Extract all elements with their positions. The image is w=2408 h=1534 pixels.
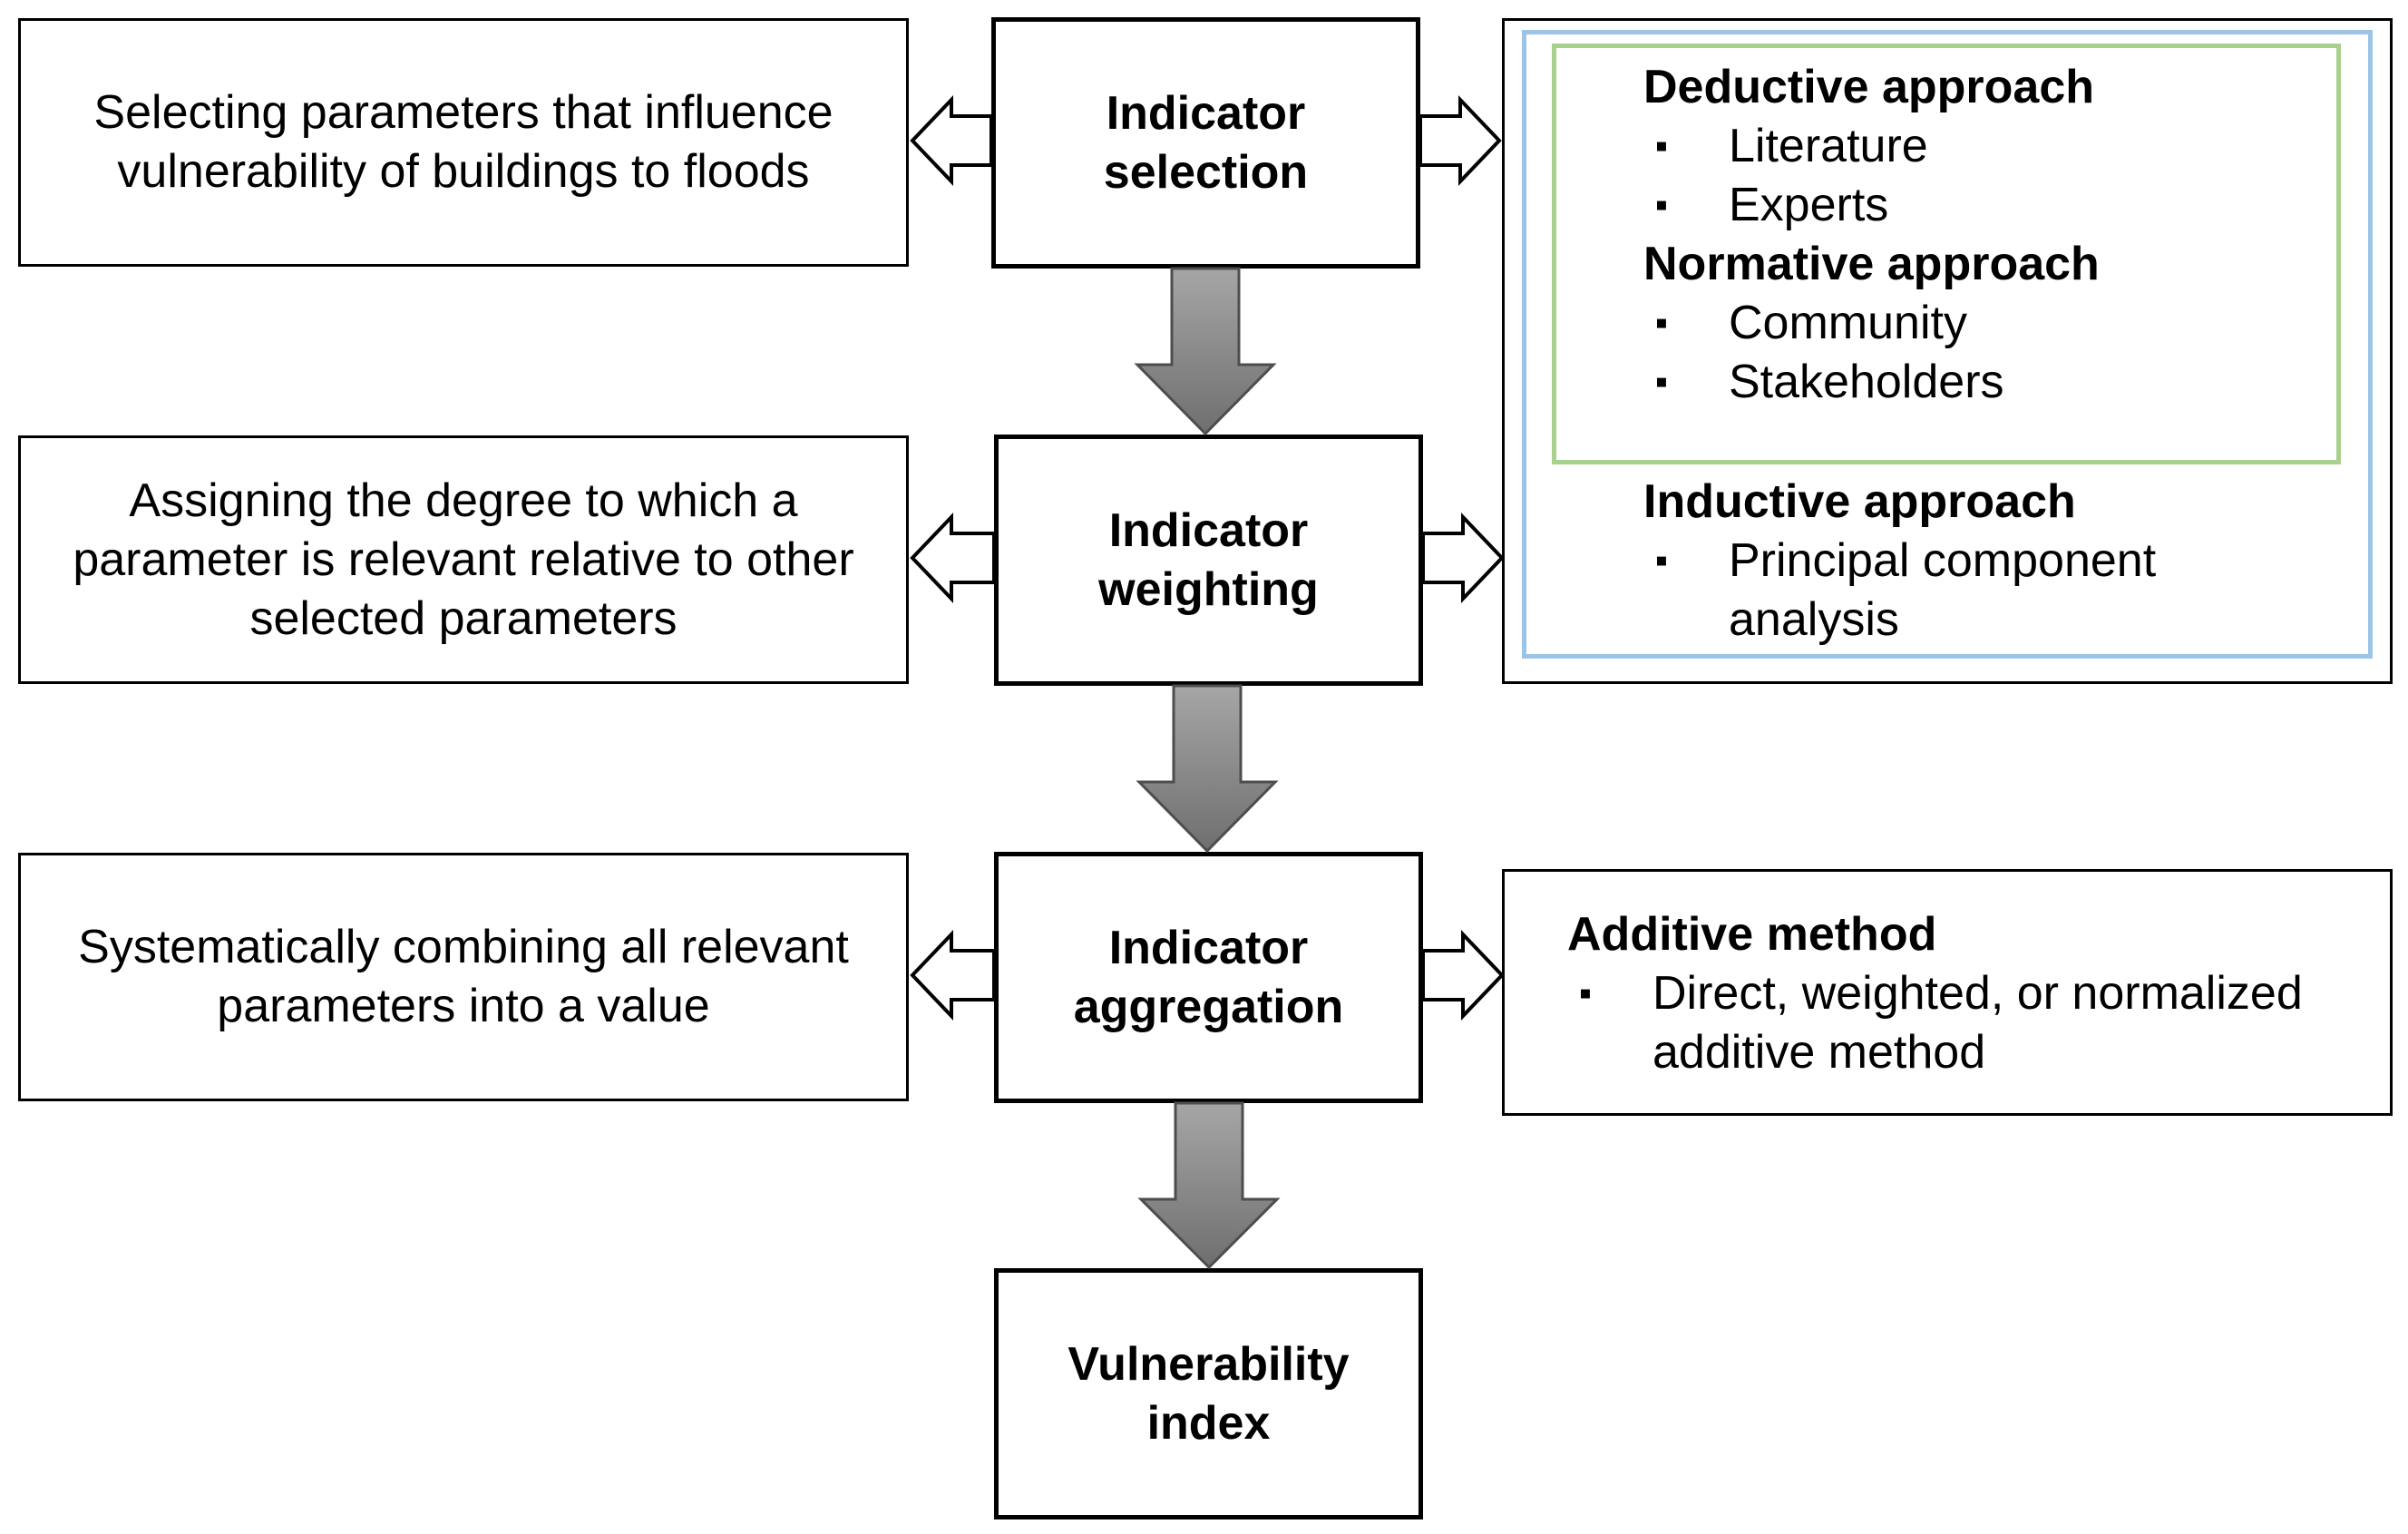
selection-description-line-2: vulnerability of buildings to floods — [117, 145, 810, 198]
list-item: ▪ Community — [1643, 294, 2351, 353]
additive-method-heading: Additive method — [1567, 908, 1937, 961]
down-arrow-1 — [1134, 267, 1277, 436]
list-item-text: Community — [1729, 297, 1967, 349]
weighting-description-line-2: parameter is relevant relative to other — [73, 533, 854, 586]
normative-approach-heading: Normative approach — [1643, 238, 2100, 290]
deductive-normative-list: Deductive approach ▪Literature ▪Experts … — [1643, 58, 2351, 412]
weighting-description-line-1: Assigning the degree to which a — [129, 474, 798, 527]
selection-description-line-1: Selecting parameters that influence — [93, 86, 834, 139]
bullet-icon: ▪ — [1654, 185, 1669, 225]
indicator-selection-line-2: selection — [1103, 145, 1309, 199]
indicator-aggregation-step: Indicator aggregation — [994, 852, 1423, 1103]
inner-methods-frame — [1552, 44, 2341, 464]
weighting-description-box: Assigning the degree to which a paramete… — [18, 435, 909, 684]
outer-methods-frame — [1522, 30, 2373, 659]
list-item: ▪ Experts — [1643, 176, 2351, 235]
bullet-icon: ▪ — [1578, 973, 1593, 1013]
down-arrow-3 — [1137, 1101, 1281, 1270]
list-item: ▪ Principal component — [1643, 532, 2351, 591]
right-arrow-selection — [1418, 95, 1502, 186]
list-item: ▪ Direct, weighted, or normalized — [1567, 964, 2365, 1023]
inductive-list: Inductive approach ▪Principal component … — [1643, 473, 2351, 650]
indicator-weighting-line-1: Indicator — [1108, 503, 1309, 557]
list-item: ▪ Stakeholders — [1643, 353, 2351, 412]
bullet-icon: ▪ — [1654, 126, 1669, 166]
list-item-text: Stakeholders — [1729, 356, 2004, 408]
aggregation-description-text: Systematically combining all relevant pa… — [78, 918, 849, 1036]
right-arrow-weighting — [1421, 513, 1505, 603]
deductive-approach-heading: Deductive approach — [1643, 61, 2095, 113]
indicator-weighting-step: Indicator weighting — [994, 435, 1423, 686]
left-arrow-aggregation — [910, 930, 996, 1021]
list-item: ▪ Literature — [1643, 117, 2351, 176]
indicator-selection-line-1: Indicator — [1106, 86, 1306, 140]
list-item-text: Direct, weighted, or normalized — [1652, 967, 2303, 1020]
inductive-approach-heading: Inductive approach — [1643, 475, 2076, 528]
indicator-aggregation-line-2: aggregation — [1073, 980, 1344, 1033]
list-item-text: Principal component — [1729, 534, 2157, 587]
left-arrow-selection — [910, 95, 993, 186]
list-item-text: Literature — [1729, 120, 1928, 172]
list-item-continuation: analysis — [1643, 591, 2351, 650]
additive-list: Additive method ▪ Direct, weighted, or no… — [1567, 905, 2365, 1082]
list-item-text: analysis — [1729, 593, 1899, 646]
aggregation-description-box: Systematically combining all relevant pa… — [18, 853, 909, 1101]
list-item-continuation: additive method — [1567, 1023, 2365, 1082]
aggregation-methods-box — [1502, 869, 2393, 1116]
indicator-weighting-line-2: weighting — [1098, 562, 1319, 616]
selection-description-text: Selecting parameters that influence vuln… — [93, 83, 833, 201]
left-arrow-weighting — [910, 513, 996, 603]
down-arrow-2 — [1136, 684, 1279, 854]
selection-weighting-methods-box — [1502, 18, 2393, 684]
weighting-description-line-3: selected parameters — [249, 591, 678, 645]
indicator-selection-step: Indicator selection — [991, 17, 1420, 269]
indicator-aggregation-line-1: Indicator — [1108, 921, 1309, 974]
aggregation-description-line-1: Systematically combining all relevant — [78, 921, 849, 973]
right-arrow-aggregation — [1421, 930, 1505, 1021]
list-item-text: Experts — [1729, 179, 1889, 231]
bullet-icon: ▪ — [1654, 541, 1669, 581]
list-item-text: additive method — [1652, 1026, 1986, 1079]
vulnerability-index-line-2: index — [1146, 1396, 1271, 1450]
aggregation-description-line-2: parameters into a value — [217, 980, 710, 1032]
bullet-icon: ▪ — [1654, 362, 1669, 402]
vulnerability-index-line-1: Vulnerability — [1068, 1337, 1350, 1391]
vulnerability-index-step: Vulnerability index — [994, 1268, 1423, 1519]
bullet-icon: ▪ — [1654, 303, 1669, 343]
selection-description-box: Selecting parameters that influence vuln… — [18, 18, 909, 267]
weighting-description-text: Assigning the degree to which a paramete… — [73, 472, 853, 649]
